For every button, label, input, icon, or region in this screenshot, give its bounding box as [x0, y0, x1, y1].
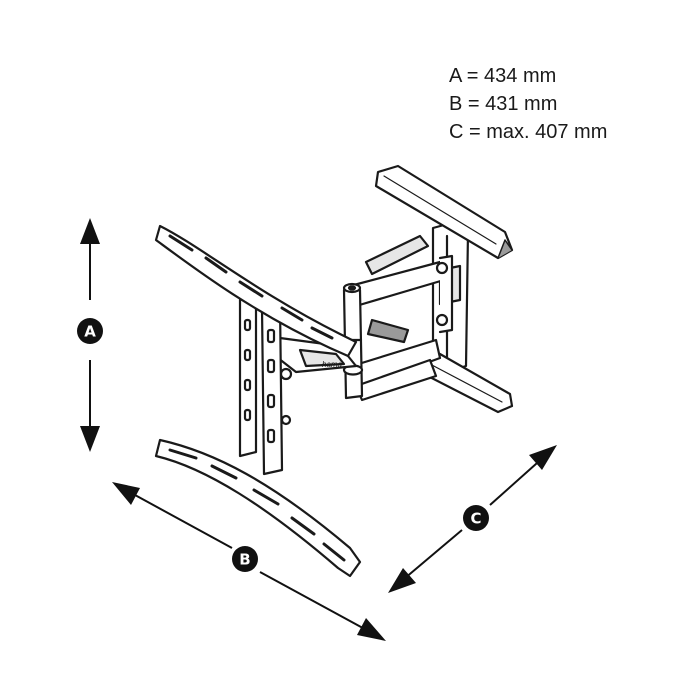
tv-bracket-top [154, 224, 358, 358]
marker-c-label: C [470, 510, 481, 528]
marker-b-badge [232, 546, 258, 572]
arm-upper [348, 234, 454, 334]
dimension-c-text: C = max. 407 mm [449, 121, 608, 143]
dimension-b-text: B = 431 mm [449, 93, 558, 115]
tv-mount-drawing: hama [154, 164, 514, 578]
dimension-arrow-a: A [77, 218, 103, 452]
dimension-legend: A = 434 mm B = 431 mm C = max. 407 mm [449, 62, 607, 146]
vertical-rails [238, 294, 284, 476]
tv-bracket-bottom [154, 438, 362, 578]
arm-lower [350, 318, 442, 402]
brand-logo: hama [322, 360, 343, 369]
dimension-a-text: A = 434 mm [449, 65, 557, 87]
marker-a-label: A [84, 323, 96, 341]
dimension-arrow-c: C [388, 445, 557, 593]
marker-a-badge [77, 318, 103, 344]
wall-bar-top [374, 164, 514, 260]
marker-c-badge [463, 505, 489, 531]
dimension-arrow-b: B [112, 482, 386, 641]
marker-b-label: B [239, 551, 250, 569]
